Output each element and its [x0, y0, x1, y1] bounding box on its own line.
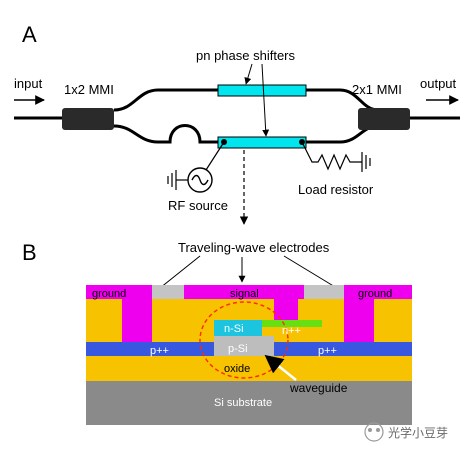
p-plus-plus-left-label: p++	[150, 345, 169, 357]
ground-electrode-right	[344, 285, 412, 299]
load-ground-icon	[361, 152, 371, 172]
mmi-1x2	[62, 108, 114, 130]
signal-via	[274, 299, 298, 323]
upper-arm-left	[113, 88, 218, 112]
n-si-label: n-Si	[224, 323, 244, 335]
mmi-right-label: 2x1 MMI	[352, 82, 402, 97]
panel-a-letter: A	[22, 22, 37, 47]
panel-a: A input output 1x2 MMI 2x1 MMI pn phase …	[14, 22, 460, 225]
input-label: input	[14, 76, 43, 91]
rf-ground-icon	[167, 170, 177, 190]
p-plus-plus-right-label: p++	[318, 345, 337, 357]
watermark-text: 光学小豆芽	[388, 425, 448, 440]
ground-electrode-left	[86, 285, 152, 299]
panel-b-letter: B	[22, 240, 37, 265]
optical-mode-outline	[199, 301, 289, 379]
ground-via-left	[122, 299, 152, 342]
si-substrate-label: Si substrate	[214, 397, 272, 409]
ground-left-label: ground	[92, 288, 126, 300]
n-plus-plus-region	[262, 320, 322, 327]
phase-shifter-arrow-upper	[244, 63, 253, 85]
waveguide-arrow	[264, 354, 297, 382]
panel-b: B Traveling-wave electrodes groun	[22, 240, 412, 425]
signal-electrode	[184, 285, 304, 299]
phase-shifter-upper	[217, 84, 307, 97]
lower-arm-left-with-delay-loop	[113, 124, 218, 144]
load-resistor-icon	[301, 141, 362, 171]
rf-source-sine	[191, 174, 209, 186]
rf-source-label: RF source	[168, 198, 228, 213]
mmi-2x1	[358, 108, 410, 130]
output-label: output	[420, 76, 457, 91]
phase-shifters-label: pn phase shifters	[196, 48, 296, 63]
phase-shifter-arrow-lower	[261, 63, 270, 137]
n-plus-plus-label: n++	[282, 325, 301, 337]
rf-source-wire	[205, 141, 225, 171]
signal-label: signal	[230, 288, 259, 300]
n-si-region	[214, 320, 262, 336]
electrodes-label: Traveling-wave electrodes	[178, 240, 330, 255]
watermark-logo-icon	[364, 422, 384, 442]
oxide-label: oxide	[224, 363, 250, 375]
si-substrate	[86, 381, 412, 425]
ground-right-label: ground	[358, 288, 392, 300]
phase-shifter-lower	[217, 136, 307, 149]
watermark: 光学小豆芽	[364, 422, 448, 442]
p-si-region	[214, 336, 274, 356]
p-si-label: p-Si	[228, 343, 248, 355]
mmi-left-label: 1x2 MMI	[64, 82, 114, 97]
waveguide-label: waveguide	[289, 381, 348, 395]
load-resistor-label: Load resistor	[298, 182, 374, 197]
ground-via-right	[344, 299, 374, 342]
mzi-waveguides	[14, 88, 460, 144]
